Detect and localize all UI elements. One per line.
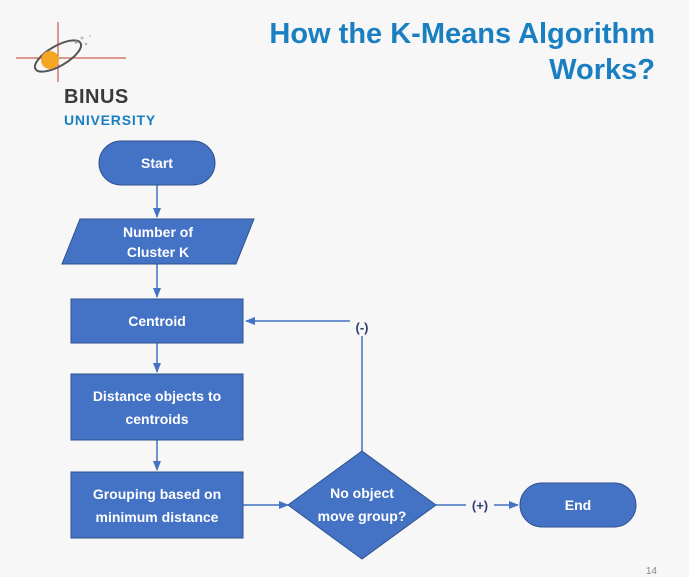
decision-diamond bbox=[287, 450, 437, 560]
slide-title-line-2: Works? bbox=[549, 54, 655, 86]
input-label-line-1: Number of bbox=[123, 224, 193, 240]
start-terminator bbox=[98, 140, 216, 186]
grouping-label-line-2: minimum distance bbox=[96, 509, 219, 525]
distance-label-line-1: Distance objects to bbox=[93, 388, 221, 404]
slide-title: How the K-Means Algorithm Works? bbox=[195, 16, 655, 88]
logo-name: BINUS bbox=[64, 86, 129, 108]
arrow-decision-to-centroid bbox=[245, 317, 363, 451]
slide-title-line-1: How the K-Means Algorithm bbox=[269, 18, 655, 50]
decision-label-line-1: No object bbox=[330, 485, 394, 501]
input-label-line-2: Cluster K bbox=[127, 244, 189, 260]
logo-mark-icon bbox=[16, 22, 126, 82]
centroid-process bbox=[70, 298, 244, 344]
decision-label-line-2: move group? bbox=[318, 508, 407, 524]
end-terminator bbox=[519, 482, 637, 528]
distance-label-line-2: centroids bbox=[125, 411, 188, 427]
input-parallelogram bbox=[61, 218, 255, 265]
centroid-label: Centroid bbox=[128, 313, 186, 329]
grouping-process bbox=[70, 471, 244, 539]
start-label: Start bbox=[141, 155, 173, 171]
edge-label-yes: (+) bbox=[472, 498, 488, 513]
end-label: End bbox=[565, 497, 591, 513]
edge-label-no: (-) bbox=[356, 320, 369, 335]
distance-process bbox=[70, 373, 244, 441]
logo-subtitle: UNIVERSITY bbox=[64, 112, 157, 128]
grouping-label-line-1: Grouping based on bbox=[93, 486, 221, 502]
binus-logo: BINUS UNIVERSITY bbox=[8, 16, 178, 128]
page-number: 14 bbox=[645, 566, 657, 577]
